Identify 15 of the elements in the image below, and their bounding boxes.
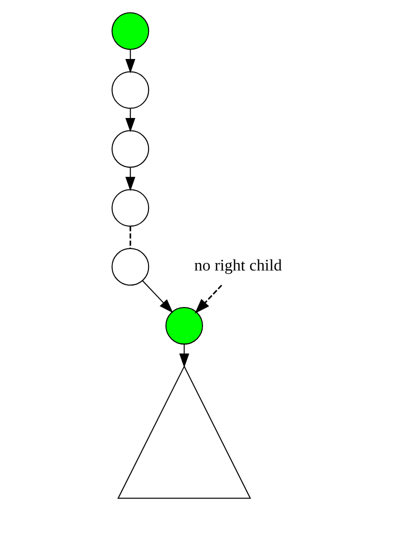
arrow <box>194 284 222 314</box>
arrow <box>124 167 135 192</box>
node-circle <box>164 306 203 345</box>
node-text: no right child <box>194 256 282 275</box>
node-triangle <box>116 365 251 499</box>
connector <box>129 226 131 249</box>
node-circle <box>111 189 149 227</box>
node-circle <box>111 130 149 168</box>
node-circle <box>111 71 149 109</box>
arrow <box>124 49 135 74</box>
node-circle <box>111 12 149 50</box>
arrow <box>142 280 173 313</box>
node-circle <box>111 248 149 286</box>
arrow <box>178 344 189 368</box>
arrow <box>124 108 135 132</box>
